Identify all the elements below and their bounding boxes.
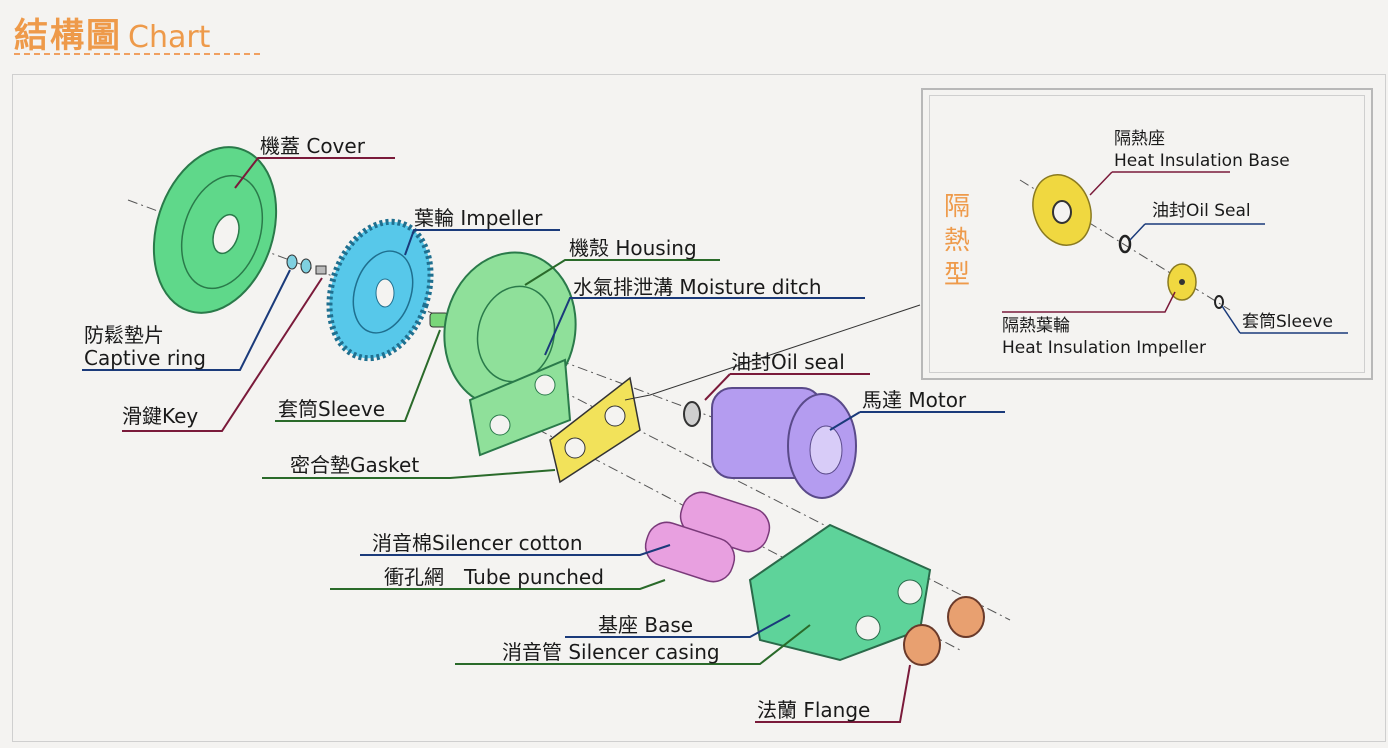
cover-part — [152, 146, 278, 314]
oil-seal-label: 油封Oil seal — [731, 350, 845, 374]
leader-lines — [82, 157, 1348, 723]
title-chinese: 結構圖 — [14, 16, 122, 56]
captive-ring-part — [286, 254, 327, 275]
inset-title: 隔 熱 型 — [940, 190, 974, 292]
flange-part — [903, 596, 985, 666]
base-label: 基座 Base — [598, 613, 694, 637]
silencer-cotton-part — [644, 491, 771, 583]
flange-label: 法蘭 Flange — [757, 698, 871, 722]
heat-impeller-label-en: Heat Insulation Impeller — [1002, 338, 1206, 358]
silencer-cotton-label: 消音棉Silencer cotton — [372, 531, 583, 555]
inset-sleeve-label: 套筒Sleeve — [1242, 312, 1333, 332]
heat-base-label-en: Heat Insulation Base — [1114, 151, 1290, 171]
motor-label: 馬達 Motor — [862, 388, 967, 412]
housing-part — [443, 251, 577, 457]
inset-sleeve-part — [1214, 295, 1224, 309]
captive-ring-label-zh: 防鬆墊片 — [84, 323, 164, 347]
heat-base-label-zh: 隔熱座 — [1114, 129, 1165, 149]
cover-label: 機蓋 Cover — [260, 134, 365, 158]
tube-punched-label: 衝孔網 Tube punched — [384, 565, 604, 589]
base-part — [748, 523, 932, 662]
inset-title-char: 熱 — [943, 226, 970, 256]
heat-insulation-inset — [921, 88, 1373, 380]
inset-title-char: 型 — [943, 260, 970, 290]
impeller-part — [326, 218, 434, 362]
housing-label: 機殼 Housing — [569, 236, 697, 260]
captive-ring-label-en: Captive ring — [84, 346, 206, 370]
sleeve-label: 套筒Sleeve — [278, 397, 386, 421]
heat-impeller-label-zh: 隔熱葉輪 — [1002, 316, 1070, 336]
key-label: 滑鍵Key — [122, 404, 199, 428]
diagram-frame — [12, 74, 1386, 742]
inset-title-char: 隔 — [943, 192, 970, 222]
oil-seal-part — [683, 401, 701, 427]
moisture-ditch-label: 水氣排泄溝 Moisture ditch — [573, 275, 822, 299]
heat-insulation-inset-inner — [929, 95, 1365, 373]
heat-insulation-base-part — [1032, 174, 1092, 246]
motor-part — [711, 387, 857, 499]
silencer-casing-label: 消音管 Silencer casing — [502, 640, 720, 664]
heat-insulation-impeller-part — [1167, 263, 1197, 301]
inset-oil-seal-part — [1118, 234, 1132, 254]
gasket-label: 密合墊Gasket — [290, 453, 420, 477]
gasket-part — [549, 376, 641, 484]
title-english: Chart — [128, 20, 211, 55]
impeller-label: 葉輪 Impeller — [414, 206, 543, 230]
inset-oil-seal-label: 油封Oil Seal — [1152, 201, 1251, 221]
title-underline — [14, 53, 260, 55]
